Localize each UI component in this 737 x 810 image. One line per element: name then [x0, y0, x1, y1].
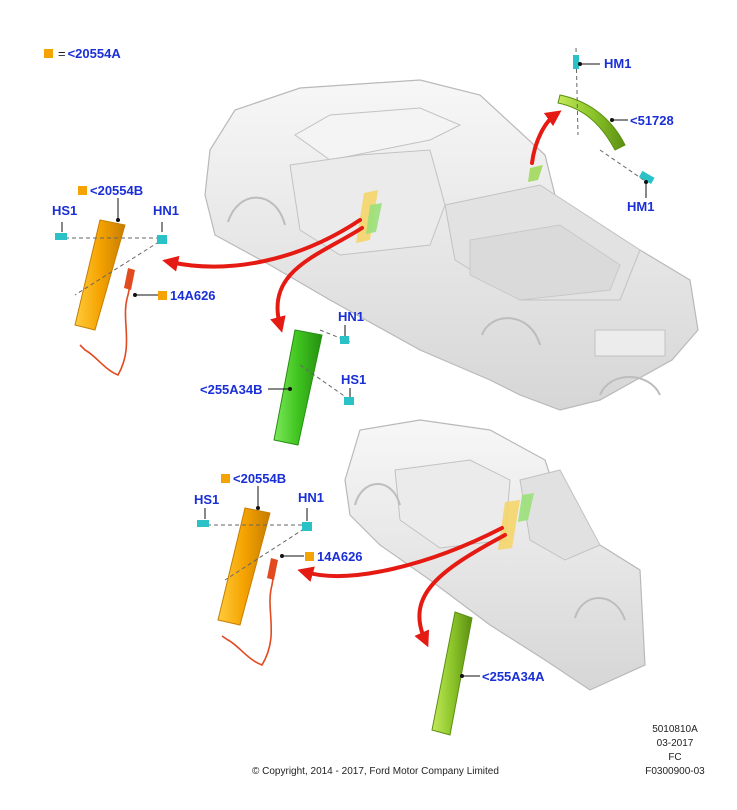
callout-hs1-upper: HS1 — [52, 203, 78, 218]
part-20554b-lower — [197, 486, 312, 666]
part-20554b-upper — [55, 198, 167, 376]
callout-51728: <51728 — [630, 113, 674, 128]
arrow-to-255a34a — [414, 533, 507, 648]
arrow-to-20554b-lower — [297, 526, 504, 582]
hn1-upper-fastener — [157, 235, 167, 244]
callout-14a626-lower-text: 14A626 — [317, 549, 363, 564]
callout-hs1-mid: HS1 — [341, 372, 367, 387]
hm1-top-fastener — [573, 55, 579, 69]
swatch-icon — [305, 552, 314, 561]
callout-20554b-lower-text: <20554B — [233, 471, 287, 486]
truck-upper — [204, 79, 699, 411]
part-51728 — [557, 47, 655, 198]
legend-equals: = — [58, 46, 66, 61]
harness-14a626-lower — [221, 559, 277, 666]
swatch-icon — [158, 291, 167, 300]
hn1-lower-fastener — [302, 522, 312, 531]
callout-hs1-lower: HS1 — [194, 492, 220, 507]
illustration-code: 5010810A — [652, 724, 698, 735]
hs1-lower-fastener — [197, 520, 209, 527]
callout-14a626-lower: 14A626 — [305, 549, 363, 564]
callout-hn1-lower: HN1 — [298, 490, 325, 505]
legend-swatch — [44, 49, 53, 58]
callout-hn1-upper: HN1 — [153, 203, 180, 218]
red-arrows — [162, 110, 562, 648]
legend: =<20554A — [44, 46, 121, 61]
callout-hn1-mid: HN1 — [338, 309, 365, 324]
callout-255a34b: <255A34B — [200, 382, 263, 397]
callout-hm1-bottom: HM1 — [627, 199, 655, 214]
hs1-mid-fastener — [344, 397, 354, 405]
hs1-upper-fastener — [55, 233, 67, 240]
illustration-fc: FC — [668, 752, 682, 763]
copyright-text: © Copyright, 2014 - 2017, Ford Motor Com… — [252, 766, 499, 777]
swatch-icon — [78, 186, 87, 195]
callout-20554b-upper-text: <20554B — [90, 183, 144, 198]
arrow-to-20554b-upper — [162, 218, 362, 272]
legend-ref: <20554A — [67, 46, 121, 61]
illustration-date: 03-2017 — [656, 738, 694, 749]
arrow-to-51728 — [530, 110, 562, 165]
illustration-ref: F0300900-03 — [645, 766, 705, 777]
callout-255a34a: <255A34A — [482, 669, 545, 684]
part-255a34a — [431, 611, 480, 736]
callout-20554b-upper: <20554B — [78, 183, 143, 198]
hm1-bottom-fastener — [638, 170, 655, 184]
callout-20554b-lower: <20554B — [221, 471, 286, 486]
callout-hm1-top: HM1 — [604, 56, 632, 71]
callout-14a626-upper-text: 14A626 — [170, 288, 216, 303]
arrow-to-255a34b — [270, 226, 364, 333]
hn1-mid-fastener — [340, 336, 349, 344]
part-255a34b — [268, 325, 354, 446]
callout-14a626-upper: 14A626 — [158, 288, 216, 303]
swatch-icon — [221, 474, 230, 483]
truck-lower — [344, 419, 646, 691]
harness-14a626-upper — [79, 269, 134, 376]
